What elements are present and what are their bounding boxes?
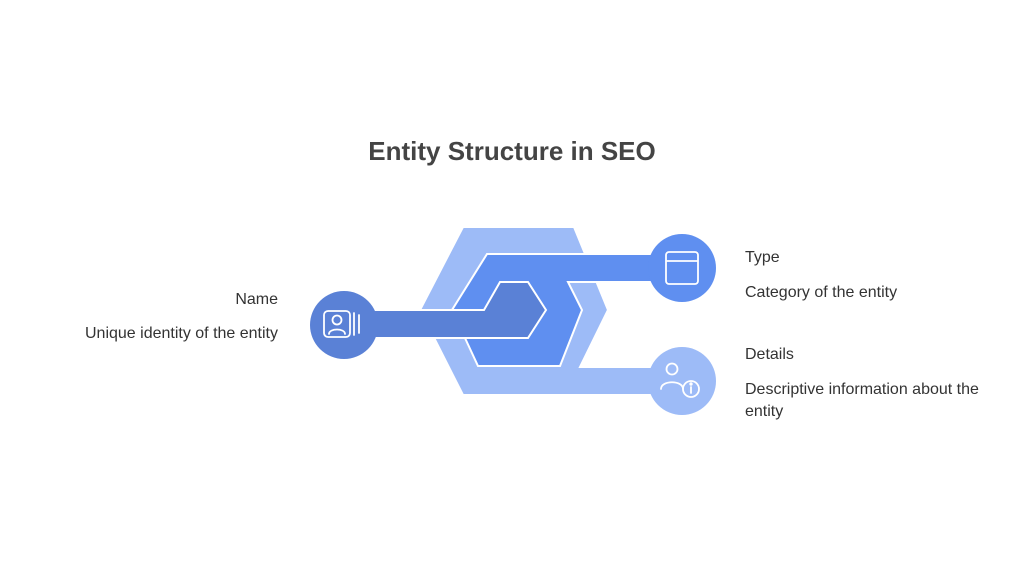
browser-window-icon <box>665 251 699 285</box>
details-heading: Details <box>745 346 794 363</box>
type-circle <box>648 234 716 302</box>
details-circle <box>648 347 716 415</box>
person-id-cards-icon <box>323 310 360 338</box>
details-description: Descriptive information about the entity <box>745 381 979 420</box>
page-title: Entity Structure in SEO <box>368 136 656 166</box>
user-info-icon <box>660 362 700 398</box>
type-heading: Type <box>745 249 780 266</box>
name-description: Unique identity of the entity <box>84 325 278 342</box>
inner-hexagon-shape <box>344 281 548 339</box>
name-circle <box>310 291 378 359</box>
name-heading: Name <box>235 291 278 308</box>
type-description: Category of the entity <box>745 284 898 301</box>
